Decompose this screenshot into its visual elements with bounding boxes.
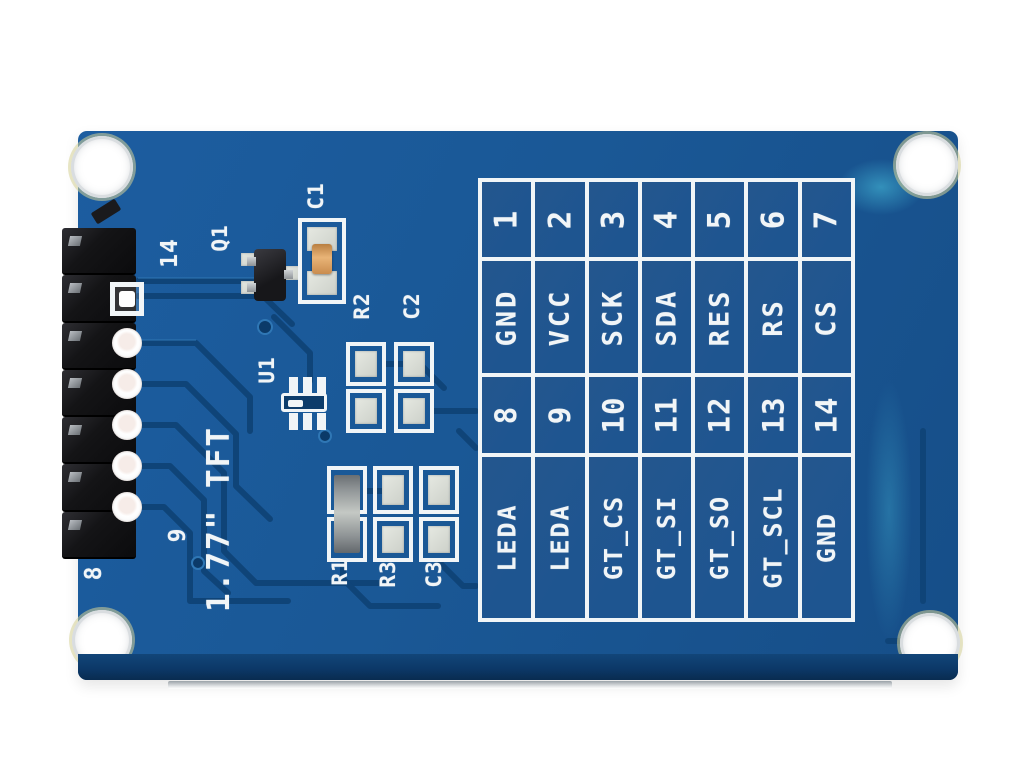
mounting-hole-top-right: [896, 134, 958, 196]
pin-cell: RES: [695, 261, 745, 373]
pin-cell: SDA: [641, 261, 692, 373]
pin-cell: LEDA: [482, 457, 532, 618]
board-edge: [78, 654, 958, 680]
pin-label-14: 14: [157, 238, 183, 268]
pcb-board: 14 9 8 Q1 C1 U1 R2 C2: [62, 131, 960, 680]
r2-footprint: [346, 342, 386, 386]
pin-cell: 13: [748, 377, 798, 453]
pin-cell: 2: [535, 182, 585, 257]
u1-pad: [317, 377, 326, 394]
component-label-c2: C2: [400, 292, 424, 320]
pin-cell: LEDA: [535, 457, 585, 618]
board-title: 1.77" TFT: [201, 426, 237, 612]
r3-footprint: [373, 517, 413, 562]
pin-cell: 9: [535, 377, 585, 453]
component-label-r1: R1: [328, 558, 352, 586]
pin-cell: VCC: [535, 261, 585, 373]
component-label-r3: R3: [376, 560, 400, 588]
pin-cell: GT_SCL: [748, 457, 798, 618]
c1-footprint: [298, 218, 346, 304]
component-label-q1: Q1: [208, 224, 232, 252]
pin-cell: 12: [695, 377, 745, 453]
component-label-c1: C1: [304, 182, 328, 210]
pin-cell: 1: [482, 182, 532, 257]
u1-pad: [289, 413, 298, 430]
square-pad-pin14: [110, 282, 144, 316]
component-label-r2: R2: [350, 292, 374, 320]
pin-cell: 8: [482, 377, 532, 453]
c2-footprint: [394, 342, 434, 386]
component-label-c3: C3: [422, 560, 446, 588]
pin-cell: GT_SI: [641, 457, 692, 618]
light-reflection: [866, 381, 912, 641]
copper-traces: [135, 277, 941, 644]
through-hole: [112, 451, 142, 481]
pin-cell: 3: [588, 182, 638, 257]
display-glass-edge: [168, 681, 892, 689]
pin-cell: RS: [748, 261, 798, 373]
pinout-table: 1 2 3 4 5 6 7 GND VCC SCK SDA RES RS CS …: [478, 178, 855, 622]
pin-cell: GT_SO: [695, 457, 745, 618]
through-hole: [112, 328, 142, 358]
q1-transistor: [247, 249, 293, 301]
pin-cell: 10: [588, 377, 638, 453]
u1-pad: [303, 413, 312, 430]
pin-cell: GT_CS: [588, 457, 638, 618]
u1-pad: [303, 377, 312, 394]
through-hole: [112, 410, 142, 440]
pin-cell: 14: [801, 377, 851, 453]
pin-label-9: 9: [165, 527, 191, 543]
u1-pad: [317, 413, 326, 430]
pin-cell: GND: [801, 457, 851, 618]
c2-footprint: [394, 389, 434, 433]
pin-cell: 4: [641, 182, 692, 257]
pin-cell: GND: [482, 261, 532, 373]
through-hole: [112, 369, 142, 399]
c3-footprint: [419, 466, 459, 514]
mounting-hole-top-left: [71, 136, 133, 198]
u1-pad: [289, 377, 298, 394]
pin-cell: 5: [695, 182, 745, 257]
pin-cell: CS: [801, 261, 851, 373]
through-hole: [112, 492, 142, 522]
r2-footprint: [346, 389, 386, 433]
pin-label-8: 8: [81, 565, 107, 581]
pin-cell: 11: [641, 377, 692, 453]
header-pin: [62, 228, 136, 276]
pin-cell: SCK: [588, 261, 638, 373]
r3-footprint: [373, 466, 413, 514]
r1-resistor: [334, 475, 360, 553]
component-label-u1: U1: [255, 356, 279, 384]
u1-footprint: [281, 393, 327, 412]
pin-cell: 7: [801, 182, 851, 257]
c1-capacitor: [312, 244, 332, 274]
c3-footprint: [419, 517, 459, 562]
pin-cell: 6: [748, 182, 798, 257]
